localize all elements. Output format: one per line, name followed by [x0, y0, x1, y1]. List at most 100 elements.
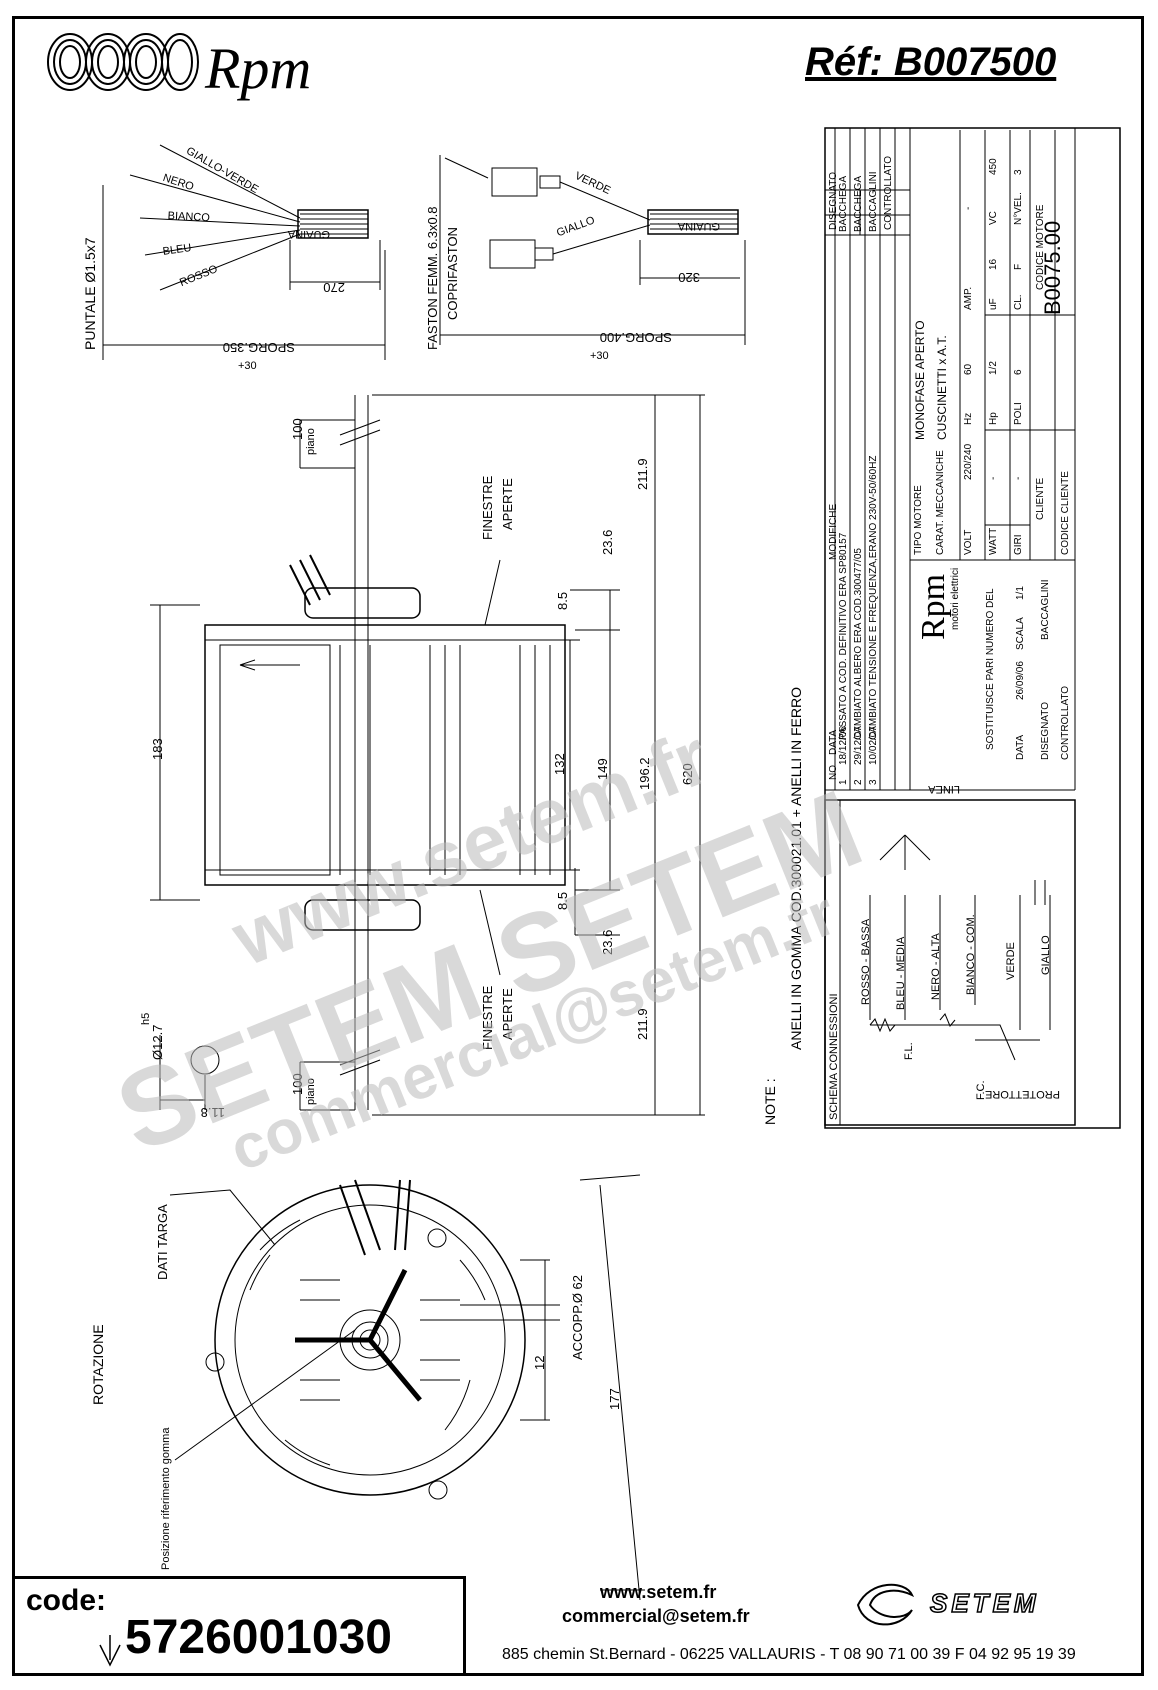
- tb-cl: CL.: [1013, 294, 1024, 310]
- tb-amp: AMP.: [963, 286, 974, 310]
- sporg-350: SPORG.350: [222, 340, 295, 355]
- setem-logo: SETEM: [929, 1587, 1040, 1619]
- mod-2-text: CAMBIATO ALBERO ERA COD.300477/05: [853, 548, 864, 740]
- dim-12: 12: [532, 1355, 547, 1370]
- tb-data: DATA: [1015, 734, 1026, 760]
- schema-linea: LINEA: [928, 783, 960, 795]
- tb-giri: GIRI: [1013, 534, 1024, 555]
- tb-brand: Rpm: [915, 573, 952, 640]
- tb-carat: CARAT. MECCANICHE: [935, 450, 946, 555]
- shaft-tolerance: h5: [140, 1012, 152, 1025]
- drawing-frame: [12, 16, 1144, 1676]
- sporg-400: SPORG.400: [599, 330, 672, 345]
- tb-scala-val: 1/1: [1015, 586, 1026, 600]
- dim-23-top: 23.6: [600, 529, 615, 555]
- tb-hp-val: 1/2: [988, 361, 999, 375]
- piano-top: piano: [305, 428, 317, 455]
- tb-codice-cliente: CODICE CLIENTE: [1060, 471, 1071, 555]
- rpm-logo-coils: [47, 33, 199, 91]
- finestre-top: FINESTRE: [480, 475, 495, 540]
- tb-carat-val: CUSCINETTI x A.T.: [935, 335, 949, 440]
- dim-320: 320: [678, 270, 700, 285]
- tb-brand-sub: motori elettrici: [950, 567, 961, 630]
- dim-211-top: 211.9: [635, 458, 650, 490]
- code-label: code:: [26, 1584, 107, 1617]
- tb-sostituisce: SOSTITUISCE PARI NUMERO DEL: [985, 588, 996, 750]
- tb-poli: POLI: [1013, 402, 1024, 425]
- tb-watt: WATT: [988, 527, 999, 555]
- tol-right: +30: [590, 350, 609, 362]
- setem-swirl-icon: [856, 1583, 915, 1626]
- mod-1-no: 1: [838, 779, 849, 785]
- tb-vc-val: 450: [988, 158, 999, 175]
- piano-dim-top: 100: [290, 418, 305, 440]
- sheath-right: GUAINA: [677, 220, 720, 232]
- footer-address: 885 chemin St.Bernard - 06225 VALLAURIS …: [502, 1646, 1076, 1663]
- footer-website[interactable]: www.setem.fr: [600, 1582, 717, 1602]
- schema-verde: VERDE: [1005, 942, 1017, 980]
- tb-hz: Hz: [963, 412, 974, 425]
- mod-3-by: BACCAGLINI: [868, 171, 879, 232]
- mod-2-no: 2: [853, 779, 864, 785]
- tb-volt: VOLT: [963, 529, 974, 555]
- wire-bianco: BIANCO: [167, 210, 211, 225]
- tb-nvel: N°VEL.: [1013, 192, 1024, 225]
- posizione-riferimento: Posizione riferimento gomma: [160, 1427, 172, 1570]
- faston-label: FASTON FEMM. 6.3x0.8: [425, 206, 440, 350]
- tb-hp: Hp: [988, 412, 999, 425]
- tb-poli-val: 6: [1013, 369, 1024, 375]
- dati-targa: DATI TARGA: [155, 1204, 170, 1280]
- brand-name: Rpm: [205, 36, 312, 101]
- aperte-top: APERTE: [500, 478, 515, 530]
- tb-giri-val: -: [1013, 476, 1024, 480]
- dim-183: 183: [150, 738, 165, 760]
- mod-1-text: PASSATO A COD. DEFINITIVO ERA SP80157: [838, 532, 849, 740]
- tb-data-val: 26/09/06: [1015, 661, 1026, 700]
- accopp-62: ACCOPP.Ø 62: [570, 1274, 585, 1360]
- mod-3-no: 3: [868, 779, 879, 785]
- rotazione: ROTAZIONE: [90, 1324, 106, 1405]
- sheath-left: GUAINA: [287, 228, 330, 240]
- mod-2-by: BACCHEGA: [853, 175, 864, 232]
- schema-fl: F.L.: [903, 1042, 915, 1060]
- schema-bleu: BLEU - MEDIA: [895, 936, 907, 1010]
- tb-disegnato: DISEGNATO: [1040, 702, 1051, 760]
- schema-protettore: PROTETTORE: [985, 1088, 1060, 1100]
- reference-number: Réf: B007500: [805, 40, 1057, 84]
- footer-email[interactable]: commercial@setem.fr: [562, 1606, 750, 1626]
- tb-watt-val: -: [988, 476, 999, 480]
- tb-vc: VC: [988, 211, 999, 225]
- tb-nvel-val: 3: [1013, 169, 1024, 175]
- tb-volt-val: 220/240: [963, 443, 974, 480]
- tb-cl-val: F: [1013, 263, 1024, 270]
- schema-giallo: GIALLO: [1040, 935, 1052, 975]
- code-value: 5726001030: [125, 1611, 392, 1664]
- tb-uf-val: 16: [988, 258, 999, 270]
- mod-3-text: CAMBIATO TENSIONE E FREQUENZA,ERANO 230V…: [868, 455, 879, 740]
- schema-title: SCHEMA CONNESSIONI: [828, 993, 840, 1120]
- dim-85-top: 8.5: [555, 591, 570, 610]
- tb-codice-val: B0075.00: [1040, 220, 1065, 315]
- tb-hz-val: 60: [963, 363, 974, 375]
- schema-rosso: ROSSO - BASSA: [860, 918, 872, 1005]
- tb-amp-val: -: [963, 206, 974, 210]
- tb-tipo-val: MONOFASE APERTO: [913, 320, 927, 440]
- dim-270: 270: [323, 280, 345, 295]
- schema-nero: NERO - ALTA: [930, 933, 942, 1000]
- tb-disegnato-val: BACCAGLINI: [1040, 579, 1051, 640]
- mod-1-by: BACCHEGA: [838, 175, 849, 232]
- tol-left: +30: [238, 360, 257, 372]
- dim-177: 177: [607, 1388, 622, 1410]
- tb-scala: SCALA: [1015, 617, 1026, 650]
- coprifaston-label: COPRIFASTON: [445, 227, 460, 320]
- tb-controllato: CONTROLLATO: [1060, 685, 1071, 760]
- controllato-hdr: CONTROLLATO: [883, 155, 894, 230]
- schema-bianco: BIANCO - COM.: [965, 914, 977, 995]
- tip-label: PUNTALE Ø1.5x7: [82, 237, 98, 350]
- tb-uf: uF: [988, 298, 999, 310]
- tb-tipo-motore: TIPO MOTORE: [913, 485, 924, 555]
- note-label: NOTE :: [762, 1078, 778, 1125]
- tb-cliente: CLIENTE: [1035, 477, 1046, 520]
- code-box: [12, 1576, 466, 1676]
